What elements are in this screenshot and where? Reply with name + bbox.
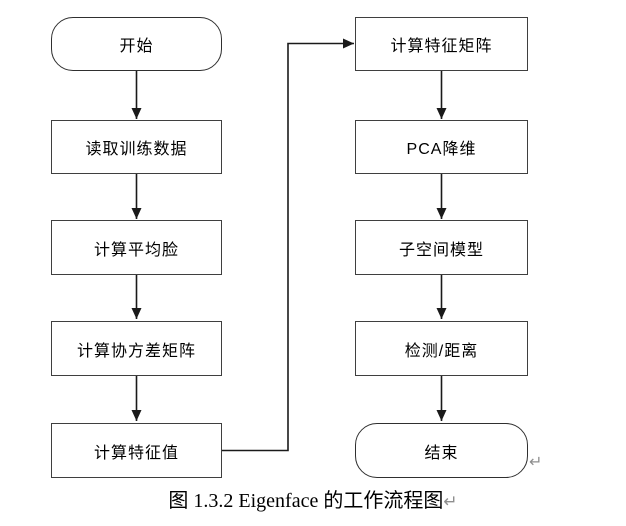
node-detect-distance-label: 检测/距离 — [404, 342, 479, 360]
node-compute-covariance-matrix: 计算协方差矩阵 — [51, 321, 222, 376]
node-read-training-data-label: 读取训练数据 — [85, 141, 188, 158]
node-start: 开始 — [51, 17, 222, 71]
node-compute-mean-face-label: 计算平均脸 — [93, 241, 179, 259]
node-compute-eigen-matrix: 计算特征矩阵 — [355, 17, 528, 71]
paragraph-mark-after-end: ↵ — [529, 452, 543, 471]
paragraph-mark-after-caption: ↵ — [443, 492, 458, 512]
node-detect-distance: 检测/距离 — [355, 321, 528, 376]
node-subspace-model-label: 子空间模型 — [398, 241, 484, 259]
connector-eigenvalues-to-eigenmatrix — [222, 38, 354, 452]
node-compute-covariance-matrix-label: 计算协方差矩阵 — [76, 342, 196, 360]
figure-caption: 图 1.3.2 Eigenface 的工作流程图↵ — [0, 484, 626, 513]
node-pca-reduction: PCA降维 — [355, 120, 528, 174]
figure-caption-text: 图 1.3.2 Eigenface 的工作流程图 — [168, 490, 444, 512]
node-compute-eigen-matrix-label: 计算特征矩阵 — [390, 38, 493, 55]
node-end: 结束 — [355, 423, 528, 478]
node-start-label: 开始 — [119, 38, 154, 55]
node-compute-mean-face: 计算平均脸 — [51, 220, 222, 275]
node-compute-eigenvalues-label: 计算特征值 — [93, 444, 179, 462]
node-read-training-data: 读取训练数据 — [51, 120, 222, 174]
node-subspace-model: 子空间模型 — [355, 220, 528, 275]
node-pca-reduction-label: PCA降维 — [406, 141, 477, 158]
node-compute-eigenvalues: 计算特征值 — [51, 423, 222, 478]
node-end-label: 结束 — [424, 444, 459, 462]
